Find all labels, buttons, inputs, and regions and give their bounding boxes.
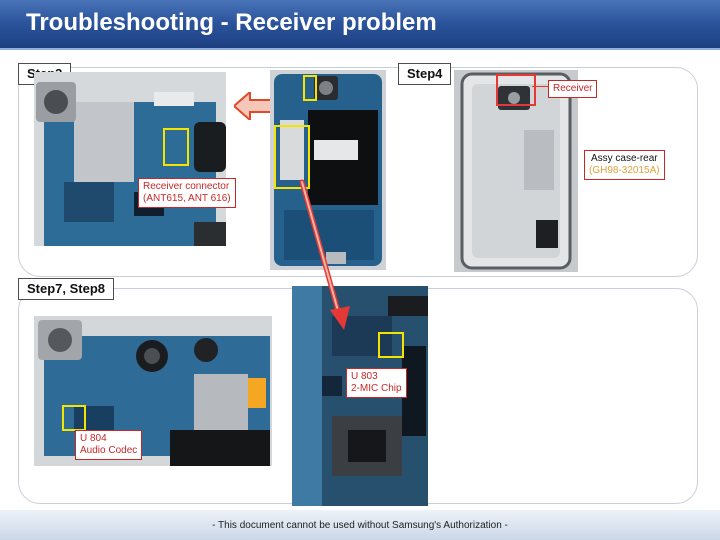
page-title: Troubleshooting - Receiver problem [26,9,437,37]
assy-case-rear-callout: Assy case-rear (GH98-32015A) [584,150,665,180]
u804-highlight [62,405,86,431]
receiver-connector-line1: Receiver connector [143,181,231,193]
u804-callout: U 804 Audio Codec [75,430,142,460]
u803-line2: 2-MIC Chip [351,383,402,395]
receiver-connector-highlight [163,128,189,166]
u804-line2: Audio Codec [80,445,137,457]
u803-line1: U 803 [351,371,402,383]
board-photo-step3-art [34,72,226,246]
assy-case-rear-line2: (GH98-32015A) [589,165,660,177]
receiver-callout: Receiver [548,80,597,98]
receiver-highlight [496,74,536,106]
left-arrow-icon [234,92,274,120]
u803-highlight [378,332,404,358]
step4-label: Step4 [398,63,451,85]
receiver-connector-callout: Receiver connector (ANT615, ANT 616) [138,178,236,208]
receiver-connector-line2: (ANT615, ANT 616) [143,193,231,205]
footer-text: - This document cannot be used without S… [0,520,720,531]
step4-small-highlight [303,75,317,101]
assy-case-rear-line1: Assy case-rear [589,153,660,165]
board-photo-step7-art [34,316,272,466]
u803-callout: U 803 2-MIC Chip [346,368,407,398]
down-arrow-icon [296,178,356,338]
board-photo-step7 [34,316,272,466]
u804-line1: U 804 [80,433,137,445]
title-bar: Troubleshooting - Receiver problem [0,0,720,50]
board-photo-step3 [34,72,226,246]
receiver-leader-line [532,86,548,87]
step78-label: Step7, Step8 [18,278,114,300]
